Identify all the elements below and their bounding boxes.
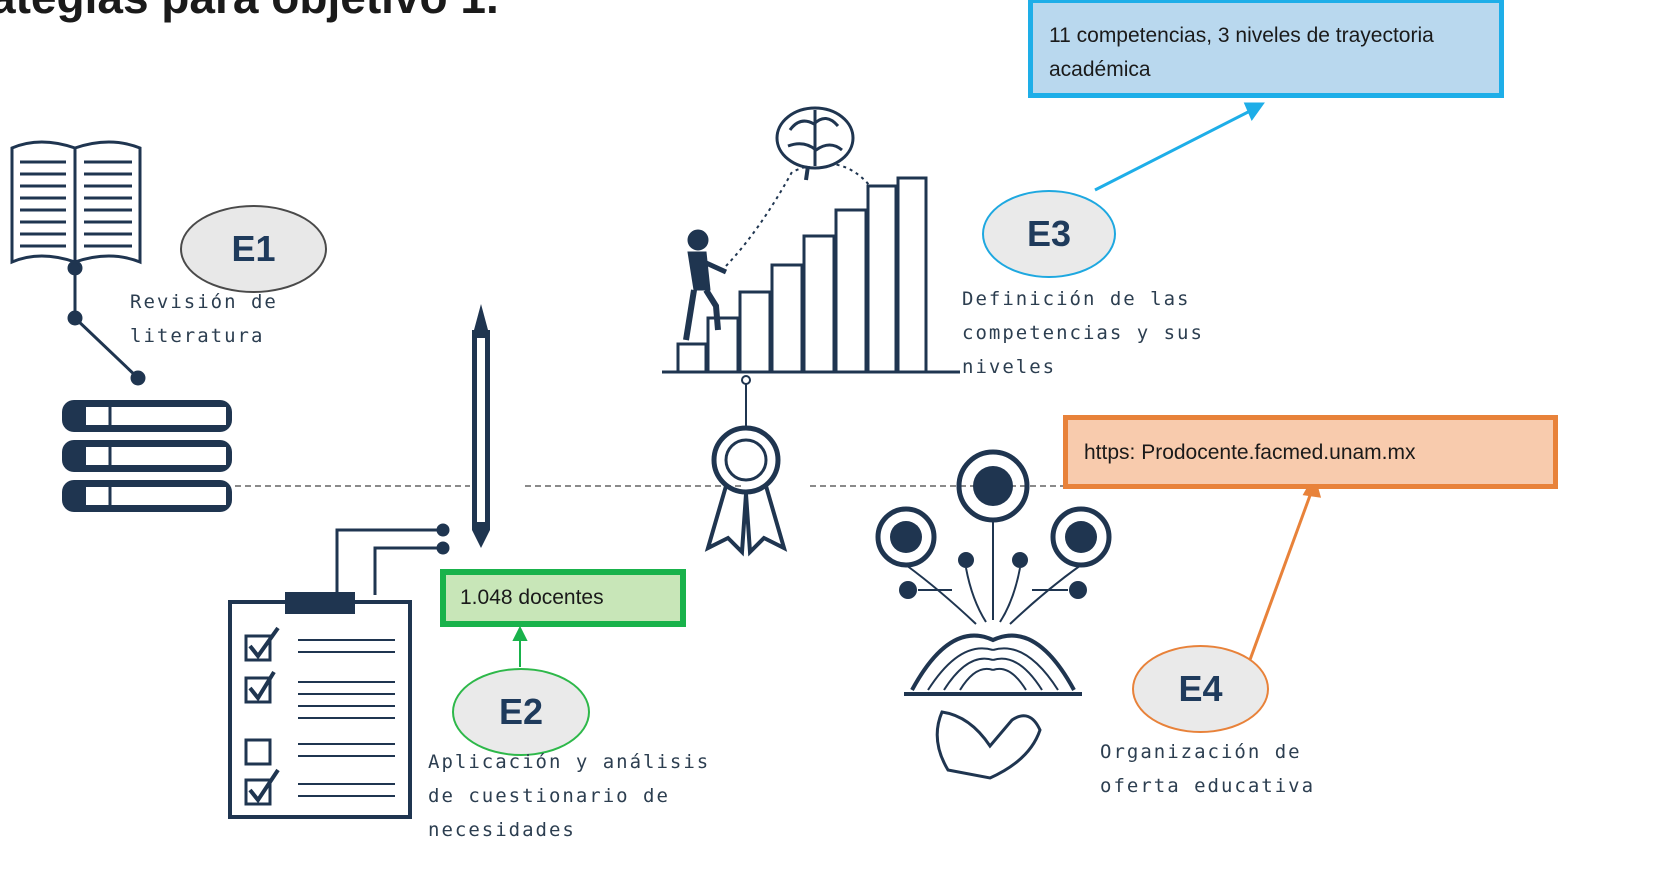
e2-arrow [512, 625, 528, 667]
stairs-climber-icon [662, 176, 960, 374]
dotted-path [725, 162, 871, 267]
page-title: ategias para objetivo 1. [0, 0, 499, 24]
climber-figure [683, 229, 728, 341]
step-e2-label: Aplicación y análisis de cuestionario de… [428, 751, 711, 841]
callout-e3-competencias: 11 competencias, 3 niveles de trayectori… [1028, 0, 1504, 98]
book-open-icon [10, 140, 142, 265]
step-e4-ellipse: E4 [1132, 645, 1269, 733]
pencil-icon [472, 304, 490, 548]
step-e3-ellipse: E3 [982, 190, 1116, 278]
e1-connector [67, 260, 146, 386]
e2-connector-lines [335, 523, 450, 595]
open-book-hand-icon [875, 449, 1112, 780]
step-e1-ellipse: E1 [180, 205, 327, 293]
book-stack-icon [62, 400, 232, 512]
callout-e2-docentes: 1.048 docentes [440, 569, 686, 627]
clipboard-checklist-icon [228, 592, 412, 819]
brain-icon [775, 106, 855, 181]
e3-arrow [1094, 102, 1265, 192]
step-e4-label: Organización de oferta educativa [1100, 741, 1316, 797]
step-e3-label: Definición de las competencias y sus niv… [962, 288, 1204, 378]
step-e1-label: Revisión de literatura [130, 291, 278, 347]
step-e2-ellipse: E2 [452, 668, 590, 756]
e4-arrow [1245, 474, 1322, 669]
award-ribbon-icon [704, 375, 788, 557]
callout-e4-url: https: Prodocente.facmed.unam.mx [1063, 415, 1558, 489]
